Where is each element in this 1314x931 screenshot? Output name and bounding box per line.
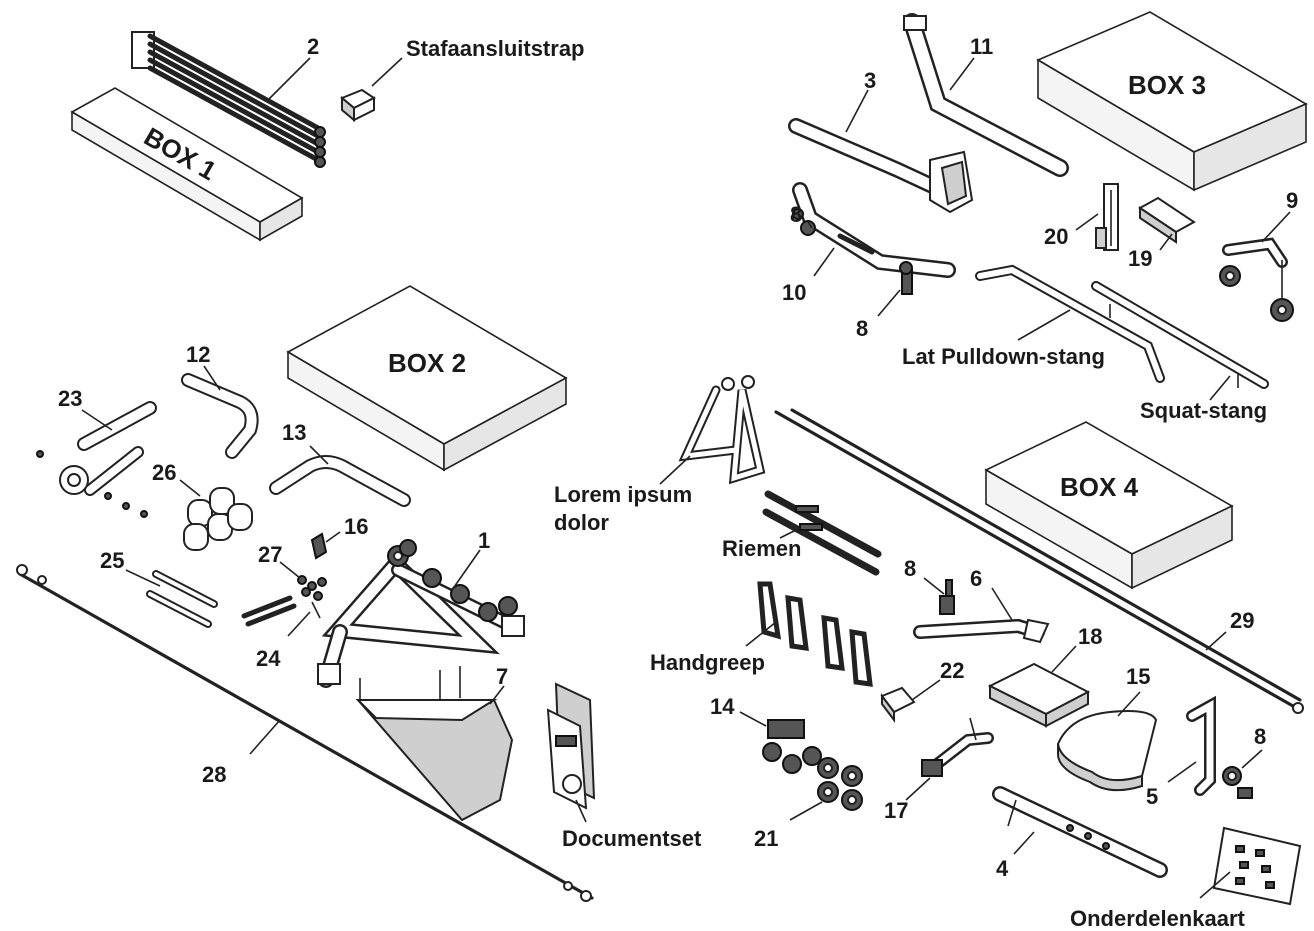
- part-13: [269, 455, 411, 507]
- part-number-8-middle: 8: [904, 556, 916, 581]
- part-8-knob-right: [1222, 766, 1253, 799]
- box-3-label: BOX 3: [1128, 70, 1206, 100]
- part-number-6: 6: [970, 566, 982, 591]
- part-number-26: 26: [152, 460, 176, 485]
- part-number-7: 7: [496, 664, 508, 689]
- box-3: BOX 3: [1036, 11, 1308, 192]
- part-number-18: 18: [1078, 624, 1102, 649]
- squat-bar: [1091, 281, 1269, 389]
- part-number-3: 3: [864, 68, 876, 93]
- part-2-rod-bundle: [131, 31, 326, 168]
- part-number-4: 4: [996, 856, 1009, 881]
- part-number-14: 14: [710, 694, 735, 719]
- part-29-cables: [774, 408, 1304, 714]
- part-number-9: 9: [1286, 188, 1298, 213]
- part-11: [903, 13, 1069, 177]
- part-number-1: 1: [478, 528, 490, 553]
- part-number-25: 25: [100, 548, 124, 573]
- box-2: BOX 2: [286, 285, 568, 472]
- part-17: [921, 717, 994, 777]
- box-4: BOX 4: [984, 421, 1234, 590]
- label-handgreep: Handgreep: [650, 650, 765, 675]
- part-8-knob-middle: [939, 579, 955, 615]
- part-20: [1095, 183, 1119, 251]
- part-15-seat: [1056, 710, 1158, 792]
- part-21-wheels: [817, 757, 863, 811]
- part-number-12: 12: [186, 342, 210, 367]
- part-number-23: 23: [58, 386, 82, 411]
- part-23: [36, 401, 157, 518]
- part-10: [792, 182, 956, 278]
- label-lorem-line2: dolor: [554, 510, 609, 535]
- part-28-cable: [16, 564, 594, 902]
- label-lat-pulldown: Lat Pulldown-stang: [902, 344, 1105, 369]
- lorem-ipsum-dolor-part: [678, 375, 766, 485]
- part-number-8-lower: 8: [856, 316, 868, 341]
- onderdelenkaart-part: [1212, 826, 1302, 906]
- part-number-11: 11: [970, 34, 993, 59]
- part-3: [788, 118, 974, 214]
- part-number-20: 20: [1044, 224, 1068, 249]
- box-2-label: BOX 2: [388, 348, 466, 378]
- documentset-part: [546, 682, 596, 810]
- part-9: [1219, 237, 1294, 322]
- part-number-17: 17: [884, 798, 908, 823]
- part-16: [310, 532, 328, 560]
- box-4-label: BOX 4: [1060, 472, 1139, 502]
- part-number-16: 16: [344, 514, 368, 539]
- part-27: [297, 575, 327, 601]
- label-onderdelenkaart: Onderdelenkaart: [1070, 906, 1246, 931]
- handgreep-handles: [757, 581, 873, 687]
- part-6: [913, 618, 1050, 644]
- part-number-10: 10: [782, 280, 806, 305]
- label-documentset: Documentset: [562, 826, 702, 851]
- part-18-pad: [987, 662, 1091, 728]
- part-8-knob-lower: [899, 261, 913, 295]
- part-1-base-frame: [317, 539, 525, 688]
- part-7-footplate: [355, 666, 514, 822]
- label-squat: Squat-stang: [1140, 398, 1267, 423]
- box-1: BOX 1: [70, 87, 304, 242]
- part-number-19: 19: [1128, 246, 1152, 271]
- part-number-2: 2: [307, 34, 319, 59]
- part-25: [146, 570, 218, 628]
- part-number-28: 28: [202, 762, 226, 787]
- part-number-8-top: 8: [790, 202, 802, 227]
- part-12: [181, 373, 259, 459]
- part-19: [1138, 196, 1196, 244]
- part-14: [762, 719, 822, 774]
- riemen-straps: [762, 490, 882, 576]
- label-lorem-line1: Lorem ipsum: [554, 482, 692, 507]
- part-number-13: 13: [282, 420, 306, 445]
- label-riemen: Riemen: [722, 536, 801, 561]
- part-number-22: 22: [940, 658, 964, 683]
- part-5: [1186, 695, 1216, 796]
- part-number-8-right: 8: [1254, 724, 1266, 749]
- part-4: [992, 786, 1168, 878]
- part-number-5: 5: [1146, 784, 1158, 809]
- part-22: [880, 686, 916, 723]
- part-24: [241, 595, 321, 627]
- lat-pulldown-bar: [975, 264, 1165, 383]
- part-number-24: 24: [256, 646, 281, 671]
- part-number-21: 21: [754, 826, 778, 851]
- label-stafaansluitstrap: Stafaansluitstrap: [406, 36, 585, 61]
- part-number-27: 27: [258, 542, 282, 567]
- stafaansluitstrap-part: [340, 88, 376, 123]
- part-number-29: 29: [1230, 608, 1254, 633]
- part-26-rollers: [183, 487, 253, 551]
- part-number-15: 15: [1126, 664, 1150, 689]
